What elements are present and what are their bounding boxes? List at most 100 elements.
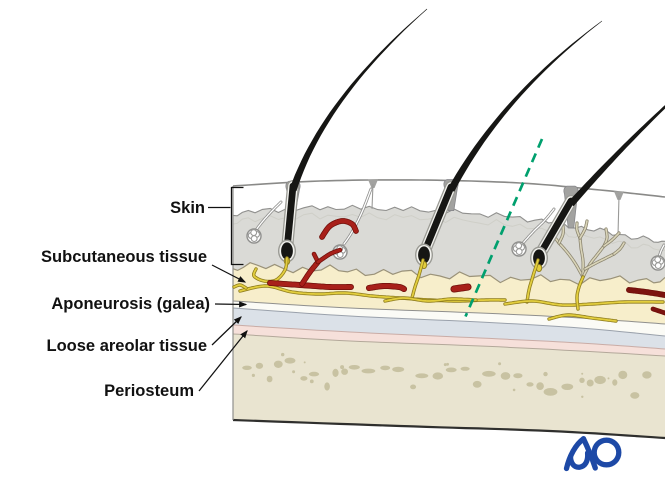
blood-vessel [651, 307, 665, 315]
periosteum-top-line [232, 324, 665, 350]
ao-foundation-logo: AO [563, 436, 622, 472]
bone-spot [443, 363, 447, 367]
nerve-branch [603, 232, 620, 247]
bone-spot [432, 372, 444, 380]
nerve-branch [576, 222, 581, 239]
bone-spot [380, 365, 391, 371]
nerve [576, 276, 584, 310]
sweat-gland-coil [250, 229, 258, 237]
incision-line [464, 138, 544, 318]
bone-spot [630, 392, 640, 399]
bone-spot [543, 371, 548, 377]
band-subcutaneous-tissue [233, 262, 665, 324]
bone-spot [446, 362, 449, 366]
band-periosteum [233, 325, 665, 356]
nerve [548, 314, 617, 322]
bone-spot [581, 395, 584, 398]
nerve-branch [613, 242, 625, 255]
bone-spot [581, 372, 584, 375]
leader-periosteum [198, 330, 248, 392]
bone-bottom-line [232, 418, 665, 440]
bone-spot [512, 388, 516, 392]
sweat-gland-coil [654, 262, 662, 270]
bone-spot [642, 371, 652, 379]
leader-loose-areolar-tissue [211, 316, 242, 346]
nerve-branch [558, 225, 565, 244]
bone-spot [500, 372, 511, 380]
sweat-gland-duct [522, 208, 555, 244]
dermis-bottom-line [232, 262, 665, 286]
band-loose-areolar-tissue [233, 308, 665, 349]
blood-vessel [626, 287, 665, 298]
bone-spot [513, 373, 523, 379]
bone-spot [324, 382, 330, 391]
illustration-layers [232, 8, 665, 440]
blood-vessel [451, 284, 471, 292]
nerve-branch [582, 245, 605, 278]
blood-vessel [316, 248, 342, 264]
nerve-branch [558, 242, 584, 278]
bone-top-line [232, 333, 665, 357]
band-skull-bone [233, 334, 665, 438]
ao-logo-a-crossbar [567, 450, 591, 470]
nerve [526, 259, 539, 303]
ao-logo-o [591, 437, 622, 468]
follicle-bulb [281, 242, 293, 260]
label-skin: Skin [170, 199, 205, 217]
bone-spot [251, 373, 255, 377]
leader-aponeurosis-galea [214, 301, 248, 308]
bone-spot [284, 357, 296, 364]
epidermis-tile-gap [368, 179, 378, 188]
bone-spot [460, 366, 470, 371]
bone-spot [561, 383, 574, 390]
hair-follicle [283, 182, 297, 253]
bone-spot [292, 370, 296, 374]
nerve-branch [579, 237, 584, 278]
sweat-gland-duct [658, 244, 665, 258]
hair-shaft [568, 105, 665, 207]
follicle-bulb [418, 246, 430, 264]
bone-spot [607, 377, 610, 380]
bone-spot [300, 376, 308, 381]
bone-spot [266, 375, 273, 383]
leader-subcutaneous-tissue [211, 264, 247, 283]
label-periosteum: Periosteum [104, 382, 194, 400]
bone-spot [341, 368, 348, 375]
bone-spot [445, 367, 457, 373]
bone-spot [543, 388, 558, 396]
bone-spot [309, 379, 314, 384]
bone-spot [482, 370, 496, 377]
bone-spot [242, 365, 252, 370]
bone-spot [348, 365, 360, 370]
bone-spot [472, 380, 482, 388]
label-loose-areolar-tissue: Loose areolar tissue [47, 337, 207, 355]
hair-shaft [289, 8, 428, 192]
epidermis-tile-gap [614, 191, 624, 200]
bone-spot [361, 368, 376, 374]
skin-surface-line [232, 179, 665, 198]
nerve-branch [579, 220, 588, 239]
label-subcutaneous-tissue: Subcutaneous tissue [41, 248, 207, 266]
bone-spot [255, 362, 264, 369]
bone-spot [498, 362, 502, 366]
nerve-branch [584, 253, 615, 270]
bone-spot [594, 375, 606, 385]
skin-bracket [230, 186, 244, 266]
sweat-gland-coil [515, 242, 523, 250]
hair-follicle [420, 183, 455, 257]
sweat-gland-coil [250, 235, 258, 243]
bone-spot [579, 377, 585, 383]
blood-vessel [319, 218, 359, 240]
nerve [411, 259, 424, 299]
sweat-gland-coil [654, 256, 662, 264]
blood-vessel [300, 260, 320, 286]
sweat-gland-duct [343, 188, 372, 245]
sweat-gland-duct [255, 201, 282, 231]
bone-spot [303, 361, 306, 364]
band-aponeurosis [233, 301, 665, 336]
blood-vessel [267, 280, 354, 290]
bone-spot [415, 373, 429, 379]
bone-spot [410, 384, 417, 390]
